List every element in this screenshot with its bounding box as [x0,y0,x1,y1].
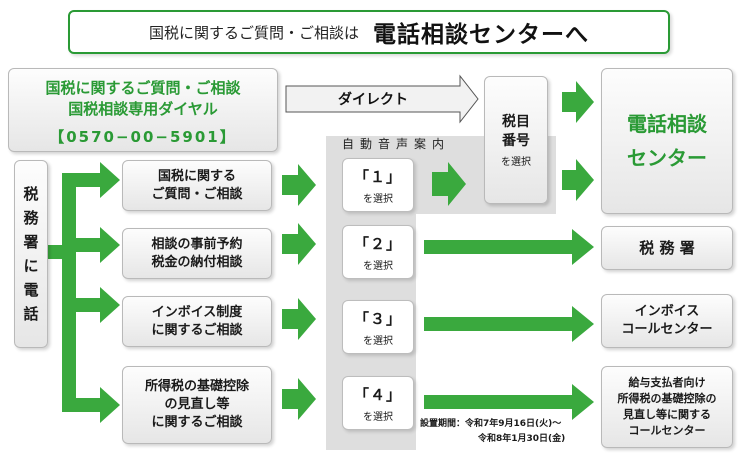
dest-arrow-4 [424,384,594,420]
category-line: 国税に関する [157,168,236,184]
dest-arrow-3 [424,306,594,342]
cat-arrow-3 [282,298,316,340]
destination-line: 見直し等に関する [623,408,711,421]
title-prefix: 国税に関するご質問・ご相談は [148,23,359,42]
mokuban-arrow-bottom [562,159,594,201]
title-banner: 国税に関するご質問・ご相談は 電話相談センターへ [68,10,670,54]
category-line: の見直し等 [164,397,230,412]
number-label: 番号 [502,132,530,149]
tree-arrow-1 [62,162,120,198]
tax-office-branch-arrows [48,162,120,423]
title-main: 電話相談センターへ [373,22,589,48]
tree-trunk [48,245,62,259]
category-line: に関するご相談 [151,415,243,430]
option-2-box[interactable]: 「２」 を選択 [342,225,414,279]
option-select-label: を選択 [363,193,393,205]
direct-label: ダイレクト [338,92,408,108]
option-3-box[interactable]: 「３」 を選択 [342,300,414,354]
dest-arrow-2 [424,229,594,265]
cat-arrow-1 [282,164,316,206]
destination-line: 税 務 署 [639,239,695,257]
category-option-arrows [282,164,316,420]
tree-arrow-3 [62,287,120,323]
dial-phone-number[interactable]: 【0570−00−5901】 [49,127,237,146]
option-number: 「４」 [353,385,402,404]
cat-arrow-4 [282,378,316,420]
tree-spine [62,173,76,405]
option-number: 「３」 [353,309,402,328]
phone-consultation-center-box: 電話相談 センター [601,68,733,214]
select-label: を選択 [501,156,531,168]
vertical-char: 話 [23,305,39,323]
direct-dial-box: 国税に関するご質問・ご相談 国税相談専用ダイヤル 【0570−00−5901】 [8,68,278,152]
category-line: 税金の納付相談 [151,254,243,270]
vertical-char: 署 [23,233,39,251]
vertical-char: 電 [23,281,39,299]
option-number: 「１」 [353,167,402,186]
vertical-char: に [23,257,39,275]
destination-deduction-call-center: 給与支払者向け 所得税の基礎控除の 見直し等に関する コールセンター [601,366,733,448]
call-tax-office-box: 税 務 署 に 電 話 [14,160,48,348]
option-select-label: を選択 [363,411,393,423]
auto-voice-label: 自動音声案内 [341,136,450,151]
center-line1: 電話相談 [627,112,707,136]
category-box-basic-deduction: 所得税の基礎控除 の見直し等 に関するご相談 [122,366,272,444]
category-line: に関するご相談 [151,322,243,338]
category-box-invoice: インボイス制度 に関するご相談 [122,296,272,347]
destination-line: コールセンター [628,424,706,437]
destination-invoice-call-center: インボイス コールセンター [601,294,733,348]
tax-item-number-box: 税目 番号 を選択 [484,76,548,204]
destination-line: インボイス [634,304,700,319]
dial-subheading: 国税相談専用ダイヤル [68,99,218,118]
destination-line: コールセンター [621,322,713,337]
direct-arrow [285,74,479,124]
destination-line: 給与支払者向け [628,376,706,389]
category-line: 相談の事前予約 [151,236,243,252]
vertical-char: 税 [23,185,39,203]
destination-tax-office: 税 務 署 [601,226,733,270]
mokuban-center-arrows [562,81,594,201]
option-select-label: を選択 [363,260,393,272]
mokuban-arrow-top [562,81,594,123]
period-line2: 令和8年1月30日(金) [478,434,566,444]
dial-heading: 国税に関するご質問・ご相談 [45,78,241,97]
option-select-label: を選択 [363,335,393,347]
option-1-box[interactable]: 「１」 を選択 [342,158,414,212]
tree-arrow-4 [62,387,120,423]
period-line1: 設置期間：令和7年9月16日(火)～ [420,419,562,429]
option-number: 「２」 [353,234,402,253]
cat-arrow-2 [282,223,316,265]
tree-arrow-2 [62,227,120,263]
destination-line: 所得税の基礎控除の [617,392,717,405]
category-box-general: 国税に関する ご質問・ご相談 [122,160,272,211]
opt1-to-mokuban-arrow [432,162,466,206]
category-line: 所得税の基礎控除 [144,379,249,394]
tax-item-label: 税目 [502,113,530,130]
category-line: インボイス制度 [151,304,243,320]
category-line: ご質問・ご相談 [151,186,243,202]
installation-period: 設置期間：令和7年9月16日(火)～ 令和8年1月30日(金) [420,417,610,447]
vertical-char: 務 [23,209,39,227]
center-line2: センター [627,146,707,170]
category-box-reservation: 相談の事前予約 税金の納付相談 [122,228,272,279]
option-4-box[interactable]: 「４」 を選択 [342,376,414,430]
destination-arrows [424,229,594,420]
